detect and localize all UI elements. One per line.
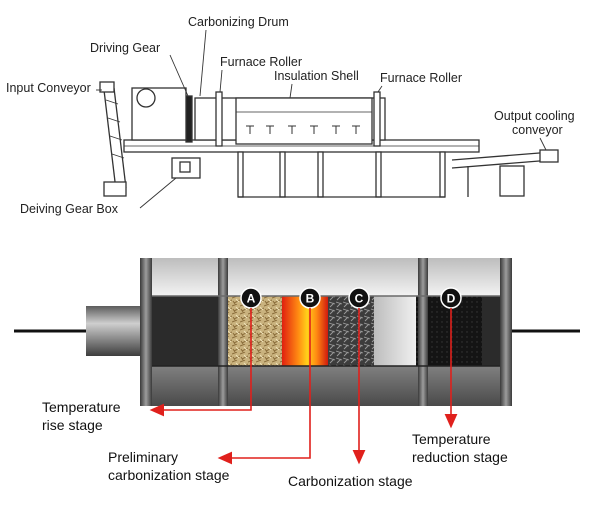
feed-hood xyxy=(131,87,187,141)
arrow-preliminary xyxy=(217,308,311,465)
stage-marker-a: A xyxy=(240,287,262,309)
insulation-shell-body xyxy=(235,97,373,145)
label-preliminary-l1: Preliminary xyxy=(108,449,178,465)
svg-text:B: B xyxy=(306,292,315,306)
process-section xyxy=(14,258,580,406)
label-carbonization: Carbonization stage xyxy=(288,473,413,489)
label-preliminary-l2: carbonization stage xyxy=(108,467,230,483)
stage-arrows xyxy=(149,308,458,465)
zone-heat xyxy=(282,296,328,366)
arrow-temperature-rise xyxy=(149,308,252,417)
burner-nozzles xyxy=(246,125,360,134)
stage-marker-d: D xyxy=(440,287,462,309)
driving-gear-drawing xyxy=(185,95,193,143)
stage-markers: A B C D xyxy=(240,287,462,309)
machine-drawing xyxy=(99,81,559,198)
label-driving-gear: Driving Gear xyxy=(90,41,160,55)
label-output-conveyor-l1: Output cooling xyxy=(494,109,575,123)
furnace-roller-ring-left xyxy=(215,91,223,147)
drive-shaft-hub xyxy=(86,306,146,356)
label-furnace-roller-left: Furnace Roller xyxy=(220,55,302,69)
drum-end-cap-left xyxy=(140,258,152,406)
svg-text:A: A xyxy=(247,292,256,306)
zone-transition xyxy=(374,296,416,366)
svg-text:C: C xyxy=(355,292,364,306)
zone-charring xyxy=(328,296,374,366)
machine-labels: Carbonizing Drum Driving Gear Furnace Ro… xyxy=(6,15,575,216)
label-temperature-rise-l2: rise stage xyxy=(42,417,103,433)
stage-labels: Temperature rise stage Preliminary carbo… xyxy=(42,399,508,489)
svg-text:D: D xyxy=(447,292,456,306)
label-furnace-roller-right: Furnace Roller xyxy=(380,71,462,85)
label-driving-gear-box: Deiving Gear Box xyxy=(20,202,119,216)
furnace-roller-ring-right xyxy=(373,91,381,147)
roller-band-left xyxy=(218,258,228,406)
output-conveyor-drawing xyxy=(451,149,559,197)
input-conveyor-drawing xyxy=(99,81,127,197)
label-insulation-shell: Insulation Shell xyxy=(274,69,359,83)
label-temperature-reduction-l1: Temperature xyxy=(412,431,491,447)
roller-band-right xyxy=(418,258,428,406)
support-legs xyxy=(237,151,446,198)
stage-marker-b: B xyxy=(299,287,321,309)
label-temperature-reduction-l2: reduction stage xyxy=(412,449,508,465)
stage-marker-c: C xyxy=(348,287,370,309)
label-carbonizing-drum: Carbonizing Drum xyxy=(188,15,289,29)
label-output-conveyor-l2: conveyor xyxy=(512,123,563,137)
drum-end-cap-right xyxy=(500,258,512,406)
label-temperature-rise-l1: Temperature xyxy=(42,399,121,415)
label-input-conveyor: Input Conveyor xyxy=(6,81,91,95)
gear-box-drawing xyxy=(171,157,201,179)
